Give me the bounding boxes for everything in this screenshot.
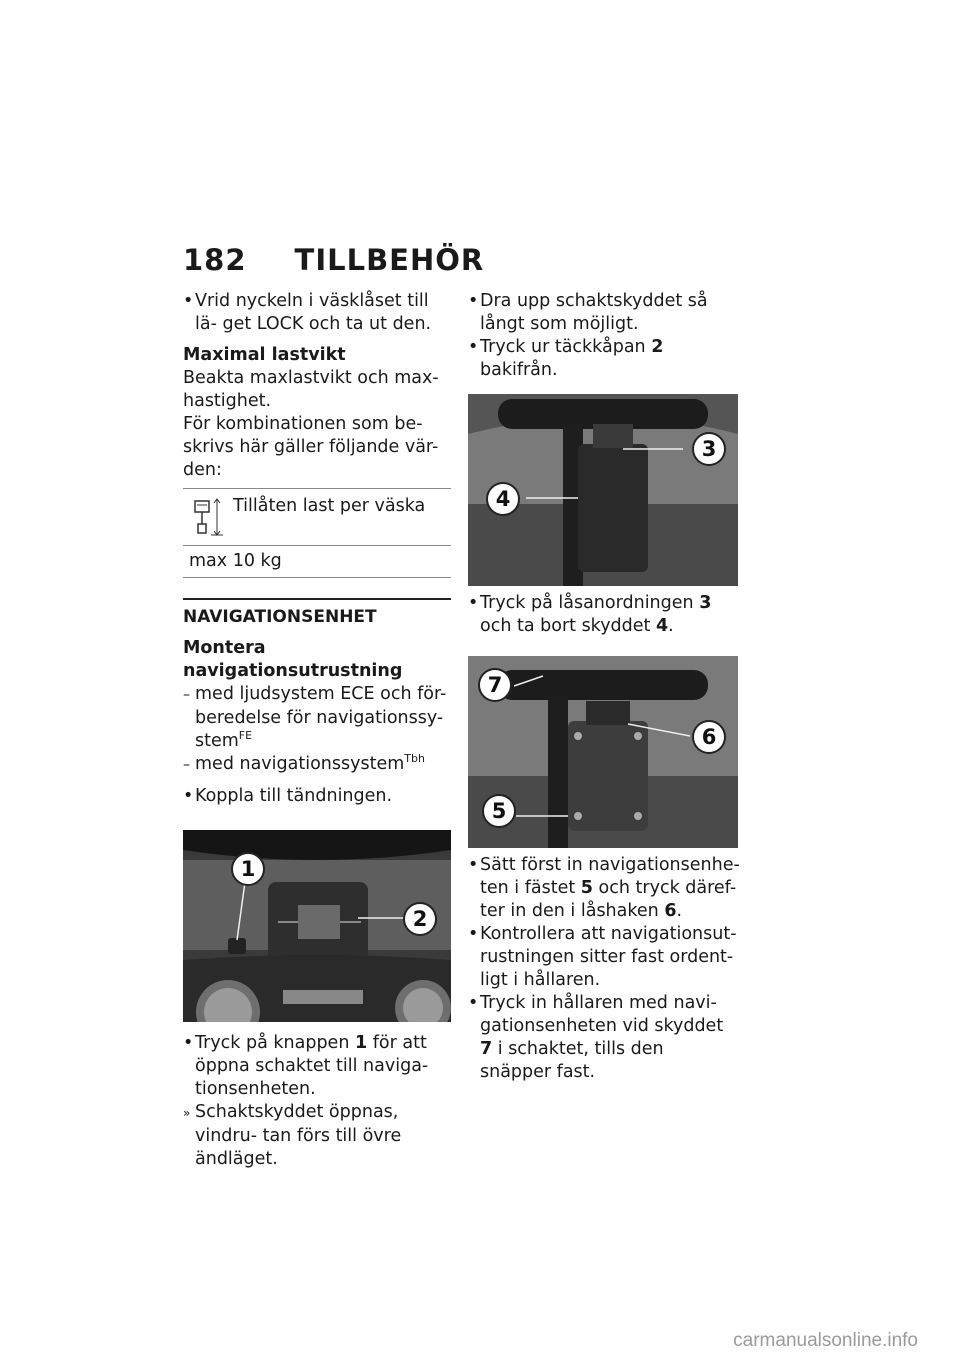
list-item: •Dra upp schaktskyddet så långt som möjl… bbox=[468, 291, 708, 334]
watermark: carmanualsonline.info bbox=[733, 1330, 918, 1351]
load-table: Tillåten last per väska max 10 kg bbox=[183, 488, 451, 578]
list-item: –med navigationssystemTbh bbox=[183, 752, 425, 774]
result-item: »Schaktskyddet öppnas, vindru- tan förs … bbox=[183, 1102, 402, 1169]
list-item: •Tryck på låsanordningen 3 och ta bort s… bbox=[468, 593, 712, 636]
figure-holder: 7 6 5 bbox=[468, 656, 738, 848]
callout-7: 7 bbox=[478, 668, 512, 702]
callout-3: 3 bbox=[692, 432, 726, 466]
page-header: 182 TILLBEHÖR bbox=[183, 243, 484, 277]
list-item: –med ljudsystem ECE och för- beredelse f… bbox=[183, 684, 447, 751]
holder-illustration bbox=[468, 656, 738, 848]
list-item: •Koppla till tändningen. bbox=[183, 786, 393, 806]
callout-5: 5 bbox=[482, 794, 516, 828]
figure-dashboard: 1 2 bbox=[183, 830, 451, 1022]
subheading-mount: Montera navigationsutrustning bbox=[183, 638, 403, 681]
weight-icon bbox=[194, 498, 223, 536]
list-item: •Tryck på knappen 1 för att öppna schakt… bbox=[183, 1033, 429, 1099]
figure-cover: 3 4 bbox=[468, 394, 738, 586]
table-label: Tillåten last per väska bbox=[233, 496, 426, 516]
column-left: •Vrid nyckeln i väsklåset till lä- get L… bbox=[183, 290, 451, 1171]
page-number: 182 bbox=[183, 243, 247, 277]
section-heading: NAVIGATIONSENHET bbox=[183, 607, 377, 627]
subheading-max-load: Maximal lastvikt bbox=[183, 345, 346, 365]
paragraph: Beakta maxlastvikt och max- hastighet. bbox=[183, 368, 439, 411]
list-item: •Kontrollera att navigationsut- rustning… bbox=[468, 924, 737, 990]
table-row: Tillåten last per väska bbox=[183, 489, 451, 546]
section-title: TILLBEHÖR bbox=[294, 243, 485, 277]
callout-4: 4 bbox=[486, 482, 520, 516]
paragraph: För kombinationen som be- skrivs här gäl… bbox=[183, 414, 439, 480]
callout-2: 2 bbox=[403, 902, 437, 936]
list-item: •Tryck ur täckkåpan 2 bakifrån. bbox=[468, 337, 664, 380]
dashboard-illustration bbox=[183, 830, 451, 1022]
callout-1: 1 bbox=[231, 852, 265, 886]
callout-6: 6 bbox=[692, 720, 726, 754]
table-value: max 10 kg bbox=[189, 551, 282, 571]
list-item: •Tryck in hållaren med navi- gationsenhe… bbox=[468, 993, 724, 1082]
section-rule: NAVIGATIONSENHET bbox=[183, 598, 451, 629]
list-item: •Vrid nyckeln i väsklåset till lä- get L… bbox=[183, 291, 432, 334]
list-item: •Sätt först in navigationsenhe- ten i fä… bbox=[468, 855, 740, 921]
column-right: •Dra upp schaktskyddet så långt som möjl… bbox=[468, 290, 740, 1084]
